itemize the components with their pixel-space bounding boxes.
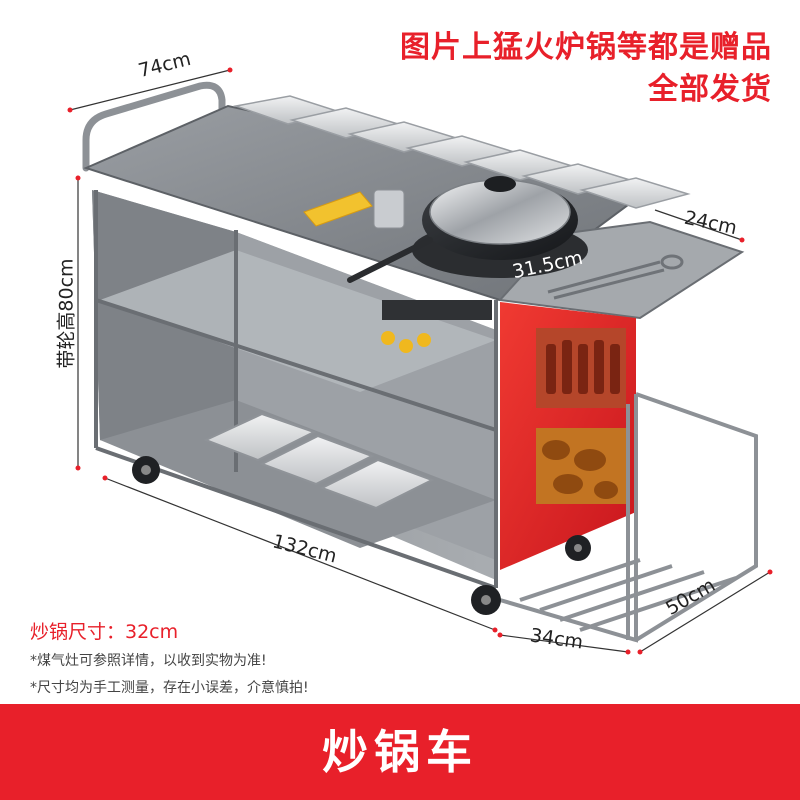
cabinet-frame xyxy=(94,190,498,590)
steel-cup xyxy=(373,189,405,229)
cart-illustration xyxy=(67,67,773,655)
tongs xyxy=(547,254,684,300)
wok-size-label: 炒锅尺寸：32cm xyxy=(30,621,179,643)
middle-shelf xyxy=(100,250,496,392)
wheels xyxy=(132,456,591,615)
chicken-bits xyxy=(542,440,618,499)
promo-line-1: 图片上猛火炉锅等都是赠品 xyxy=(400,30,772,65)
promo-line-2: 全部发货 xyxy=(648,72,772,107)
top-tray-row xyxy=(233,95,691,209)
wok-handle xyxy=(347,237,433,283)
title-banner xyxy=(0,704,800,800)
side-rack-frame xyxy=(499,392,758,643)
gas-valve-bar xyxy=(382,300,492,320)
banner-title: 炒锅车 xyxy=(322,725,478,779)
note-stove: *煤气灶可参照详情，以收到实物为准! xyxy=(30,653,267,669)
cart-handle xyxy=(82,81,226,172)
dimension-height: 带轮高80cm xyxy=(55,258,78,369)
gas-valve-knobs xyxy=(381,331,431,353)
lid-knob xyxy=(484,176,516,192)
skewer-bits xyxy=(546,340,620,394)
seasoning-packet xyxy=(303,191,373,227)
bottom-tray-row xyxy=(203,412,435,510)
note-measure: *尺寸均为手工测量，存在小误差，介意慎拍! xyxy=(30,680,309,696)
cabinet-left-side xyxy=(92,190,236,470)
